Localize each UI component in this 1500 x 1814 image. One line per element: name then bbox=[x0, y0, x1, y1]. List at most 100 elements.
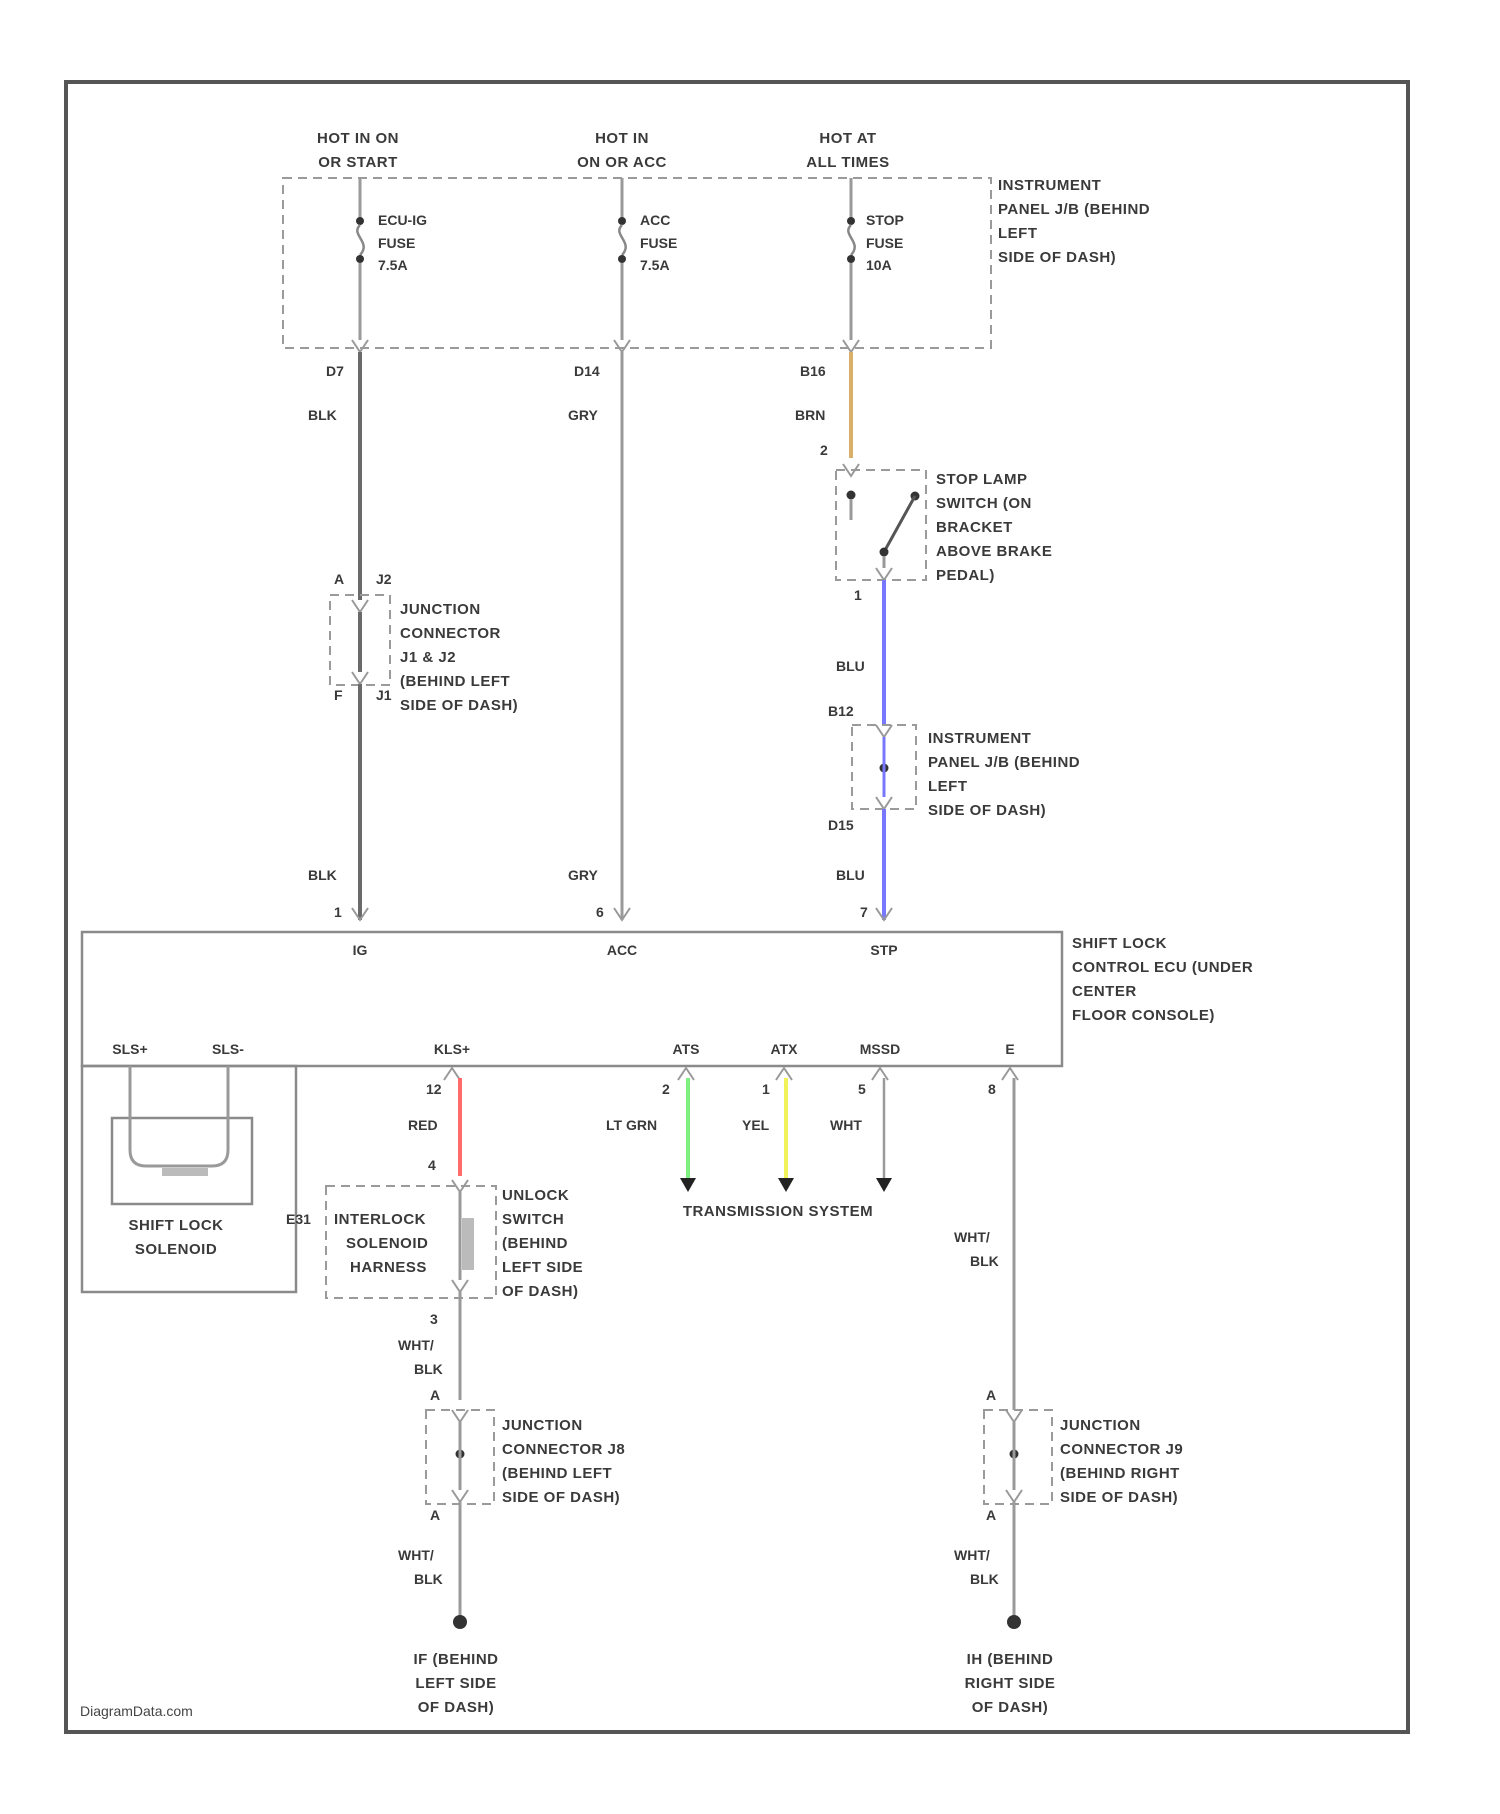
interlock-label: INTERLOCK bbox=[334, 1211, 426, 1228]
jb-label-line: LEFT bbox=[998, 225, 1038, 242]
ecu-label-line: SHIFT LOCK bbox=[1072, 935, 1167, 952]
wire-label: GRY bbox=[568, 867, 598, 883]
pin-label: 5 bbox=[858, 1081, 866, 1097]
source-ecu-ig: HOT IN ON OR START bbox=[317, 130, 399, 171]
ecu-pin-name: MSSD bbox=[860, 1041, 900, 1057]
wire-label: YEL bbox=[742, 1117, 770, 1133]
ground-label: RIGHT SIDE bbox=[965, 1675, 1056, 1692]
ground-label: IF (BEHIND bbox=[414, 1651, 499, 1668]
junction-label: J1 & J2 bbox=[400, 649, 456, 666]
unlock-switch-label: LEFT SIDE bbox=[502, 1259, 583, 1276]
wire-label: WHT bbox=[830, 1117, 862, 1133]
diagram-frame bbox=[66, 82, 1408, 1732]
jb2-label: INSTRUMENT bbox=[928, 730, 1031, 747]
j8-label: JUNCTION bbox=[502, 1417, 583, 1434]
j8-label: CONNECTOR J8 bbox=[502, 1441, 625, 1458]
fuse-label: STOP bbox=[866, 212, 904, 228]
pin-label: 8 bbox=[988, 1081, 996, 1097]
wire-label: BLK bbox=[414, 1361, 443, 1377]
pin-label: 7 bbox=[860, 904, 868, 920]
fuse-label: 7.5A bbox=[640, 257, 670, 273]
fuse-label: 7.5A bbox=[378, 257, 408, 273]
ground-label: OF DASH) bbox=[418, 1699, 495, 1716]
junction-label: (BEHIND LEFT bbox=[400, 673, 510, 690]
source-acc: HOT IN ON OR ACC bbox=[577, 130, 667, 171]
wire-label: WHT/ bbox=[398, 1337, 434, 1353]
pin-label: 1 bbox=[854, 587, 862, 603]
hot-label: OR START bbox=[318, 154, 398, 171]
fuse-ecu-ig: ECU-IG FUSE 7.5A bbox=[356, 178, 427, 340]
fuse-label: ECU-IG bbox=[378, 212, 427, 228]
hot-label: ON OR ACC bbox=[577, 154, 667, 171]
e-ground-branch: 8 WHT/ BLK bbox=[954, 1068, 1018, 1410]
pin-label: A bbox=[986, 1507, 996, 1523]
shift-lock-solenoid: SHIFT LOCK SOLENOID bbox=[82, 1066, 296, 1292]
jb2-label: LEFT bbox=[928, 778, 968, 795]
j9-label: CONNECTOR J9 bbox=[1060, 1441, 1183, 1458]
pin-label: B12 bbox=[828, 703, 854, 719]
ecu-pin-name: ACC bbox=[607, 942, 637, 958]
wire-label: BRN bbox=[795, 407, 825, 423]
ground-label: LEFT SIDE bbox=[415, 1675, 496, 1692]
pin-label: D14 bbox=[574, 363, 600, 379]
pin-label: A bbox=[430, 1387, 440, 1403]
junction-label: SIDE OF DASH) bbox=[400, 697, 518, 714]
wire-label: BLK bbox=[970, 1571, 999, 1587]
interlock-label: SOLENOID bbox=[346, 1235, 428, 1252]
ecu-label-line: FLOOR CONSOLE) bbox=[1072, 1007, 1215, 1024]
ecu-top-pin-names: IG ACC STP bbox=[353, 942, 898, 958]
wire-label: GRY bbox=[568, 407, 598, 423]
unlock-switch-label: UNLOCK bbox=[502, 1187, 569, 1204]
kls-branch: 12 RED 4 bbox=[408, 1068, 460, 1176]
j9-label: JUNCTION bbox=[1060, 1417, 1141, 1434]
jb2-label: PANEL J/B (BEHIND bbox=[928, 754, 1080, 771]
junction-connector-j8: A A JUNCTION CONNECTOR J8 (BEHIND LEFT S… bbox=[426, 1387, 625, 1523]
j8-label: (BEHIND LEFT bbox=[502, 1465, 612, 1482]
wire-label: WHT/ bbox=[954, 1229, 990, 1245]
pin-label: J1 bbox=[376, 687, 392, 703]
pin-label: 2 bbox=[662, 1081, 670, 1097]
watermark: DiagramData.com bbox=[80, 1703, 193, 1719]
wire-label: WHT/ bbox=[398, 1547, 434, 1563]
ecu-label-line: CENTER bbox=[1072, 983, 1137, 1000]
hot-label: HOT IN ON bbox=[317, 130, 399, 147]
wire-label: WHT/ bbox=[954, 1547, 990, 1563]
stop-lamp-label: BRACKET bbox=[936, 519, 1013, 536]
ecu-pin-name: STP bbox=[870, 942, 897, 958]
stop-lamp-switch: 2 1 STOP LAMP SWITCH (ON BRACKET ABOVE B… bbox=[820, 442, 1052, 603]
stop-lamp-label: ABOVE BRAKE bbox=[936, 543, 1052, 560]
pin-label: 2 bbox=[820, 442, 828, 458]
j9-label: SIDE OF DASH) bbox=[1060, 1489, 1178, 1506]
ground-label: IH (BEHIND bbox=[967, 1651, 1054, 1668]
pin-label: 4 bbox=[428, 1157, 436, 1173]
jb-label-line: PANEL J/B (BEHIND bbox=[998, 201, 1150, 218]
ecu-pin-name: SLS- bbox=[212, 1041, 244, 1057]
unlock-switch-label: SWITCH bbox=[502, 1211, 564, 1228]
jb-pins: D7 D14 B16 bbox=[326, 340, 859, 379]
junction-label: JUNCTION bbox=[400, 601, 481, 618]
connector-id: E31 bbox=[286, 1211, 311, 1227]
pin-label: D15 bbox=[828, 817, 854, 833]
transmission-label: TRANSMISSION SYSTEM bbox=[683, 1203, 873, 1220]
unlock-switch-label: OF DASH) bbox=[502, 1283, 579, 1300]
j9-label: (BEHIND RIGHT bbox=[1060, 1465, 1180, 1482]
fuse-label: 10A bbox=[866, 257, 892, 273]
instrument-jb-label: INSTRUMENT PANEL J/B (BEHIND LEFT SIDE O… bbox=[998, 177, 1150, 266]
pin-label: A bbox=[986, 1387, 996, 1403]
fuse-acc: ACC FUSE 7.5A bbox=[618, 178, 677, 340]
stop-lamp-label: SWITCH (ON bbox=[936, 495, 1032, 512]
pin-label: B16 bbox=[800, 363, 826, 379]
pin-label: J2 bbox=[376, 571, 392, 587]
ecu-pin-name: IG bbox=[353, 942, 368, 958]
fuse-stop: STOP FUSE 10A bbox=[847, 178, 904, 340]
pin-label: A bbox=[430, 1507, 440, 1523]
pin-label: 3 bbox=[430, 1311, 438, 1327]
jb-label-line: INSTRUMENT bbox=[998, 177, 1101, 194]
wire-label: BLU bbox=[836, 867, 865, 883]
ecu-pin-name: ATX bbox=[771, 1041, 799, 1057]
solenoid-label: SHIFT LOCK bbox=[129, 1217, 224, 1234]
wire-label: LT GRN bbox=[606, 1117, 657, 1133]
wire-label: RED bbox=[408, 1117, 438, 1133]
junction-label: CONNECTOR bbox=[400, 625, 501, 642]
